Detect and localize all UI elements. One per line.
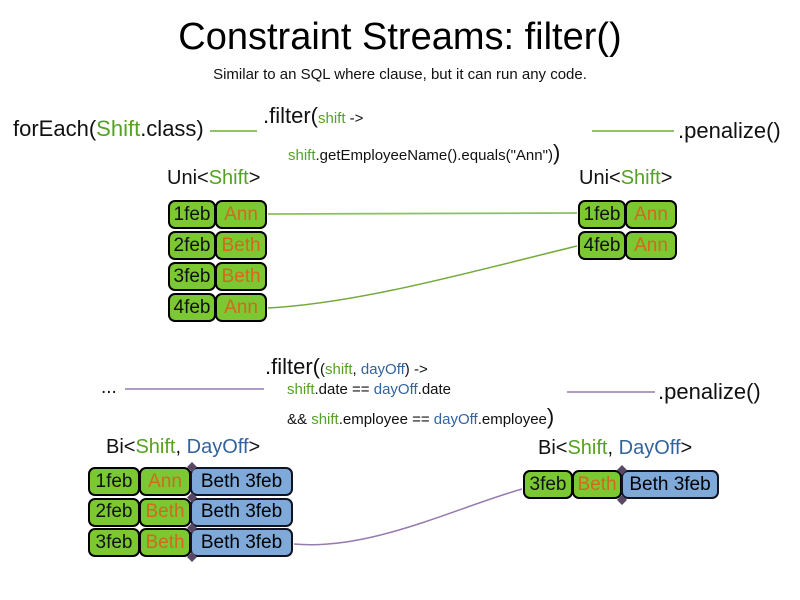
params-comma: , [352, 361, 361, 378]
shift-employee-cell: Ann [215, 293, 267, 322]
filter-call: .filter( [265, 354, 320, 379]
bi-label-shift: Shift [135, 436, 176, 458]
bi-label-right: Bi<Shift, DayOff> [538, 437, 692, 460]
bi-label-post: > [248, 436, 261, 458]
uni-shift-label-left: Uni<Shift> [167, 167, 260, 190]
filter-expression-top: .filter(shift -> [263, 103, 363, 129]
bi-label-pre: Bi< [538, 437, 568, 459]
shift-employee-cell: Ann [215, 200, 267, 229]
dayoff-token: dayOff [373, 381, 418, 398]
lambda-var: shift [288, 147, 316, 164]
filter-condition-1: shift.date == dayOff.date [287, 381, 451, 398]
shift-token: shift [287, 381, 315, 398]
bi-label-comma: , [607, 437, 619, 459]
penalize-expression-mid: .penalize() [658, 379, 761, 404]
uni-right-table: 1feb Ann 4feb Ann [578, 200, 677, 262]
condition-end: .employee [477, 411, 547, 428]
filter-call: .filter( [263, 103, 318, 128]
shift-date-cell: 2feb [168, 231, 216, 260]
shift-employee-cell: Ann [625, 231, 677, 260]
bi-label-post: > [680, 437, 693, 459]
shift-employee-cell: Ann [625, 200, 677, 229]
upstream-ellipsis: ... [101, 377, 117, 398]
uni-label-type: Shift [208, 167, 249, 189]
lambda-param-shift: shift [325, 361, 353, 378]
dayoff-cell: Beth 3feb [621, 470, 719, 499]
dayoff-cell: Beth 3feb [190, 467, 293, 496]
shift-employee-cell: Beth [572, 470, 622, 499]
dayoff-cell: Beth 3feb [190, 497, 293, 527]
lambda-close-paren: ) [546, 404, 555, 429]
bi-label-pre: Bi< [106, 436, 136, 458]
shift-date-cell: 2feb [88, 497, 140, 527]
lambda-param-dayoff: dayOff [360, 361, 405, 378]
condition-operator: .date == [314, 381, 374, 398]
table-row: 1feb Ann Beth 3feb [88, 467, 293, 496]
slide-subtitle: Similar to an SQL where clause, but it c… [213, 66, 587, 83]
shift-employee-cell: Beth [139, 528, 191, 557]
shift-employee-cell: Beth [215, 231, 267, 260]
and-operator: && [287, 411, 312, 428]
bi-label-dayoff: DayOff [186, 436, 249, 458]
filter-expression-mid: .filter((shift, dayOff) -> [265, 354, 428, 380]
shift-employee-cell: Beth [139, 497, 191, 527]
bi-left-table: 1feb Ann Beth 3feb 2feb Beth Beth 3feb 3… [88, 467, 293, 559]
foreach-close: .class) [140, 116, 204, 141]
bi-right-table: 3feb Beth Beth 3feb [523, 470, 719, 501]
shift-class-token: Shift [96, 116, 141, 141]
bi-label-left: Bi<Shift, DayOff> [106, 436, 260, 459]
table-row: 2feb Beth Beth 3feb [88, 497, 293, 527]
slide-title: Constraint Streams: filter() [178, 16, 622, 58]
shift-token: shift [311, 411, 339, 428]
dayoff-token: dayOff [433, 411, 478, 428]
shift-date-cell: 1feb [168, 200, 216, 229]
table-row: 3feb Beth Beth 3feb [523, 470, 719, 499]
uni-left-table: 1feb Ann 2feb Beth 3feb Beth 4feb Ann [168, 200, 267, 324]
foreach-expression: forEach(Shift.class) [13, 116, 204, 142]
table-row: 4feb Ann [168, 293, 267, 322]
filter-lambda-body-top: shift.getEmployeeName().equals("Ann")) [288, 140, 560, 166]
table-row: 1feb Ann [168, 200, 267, 229]
lambda-arrow: -> [409, 361, 428, 378]
condition-end: .date [417, 381, 452, 398]
shift-date-cell: 4feb [168, 293, 216, 322]
uni-label-post: > [660, 167, 673, 189]
table-row: 3feb Beth Beth 3feb [88, 528, 293, 557]
shift-employee-cell: Ann [139, 467, 191, 496]
filter-condition-2: && shift.employee == dayOff.employee) [287, 404, 554, 430]
uni-label-type: Shift [620, 167, 661, 189]
shift-date-cell: 3feb [168, 262, 216, 291]
penalize-expression-top: .penalize() [678, 118, 781, 143]
foreach-call: forEach( [13, 116, 97, 141]
condition-operator: .employee == [338, 411, 434, 428]
bi-label-dayoff: DayOff [618, 437, 681, 459]
table-row: 3feb Beth [168, 262, 267, 291]
uni-label-pre: Uni< [579, 167, 621, 189]
shift-date-cell: 3feb [88, 528, 140, 557]
uni-label-post: > [248, 167, 261, 189]
lambda-close-paren: ) [552, 140, 561, 165]
lambda-arrow: -> [345, 110, 364, 127]
bi-label-comma: , [175, 436, 187, 458]
lambda-param: shift [318, 110, 346, 127]
shift-date-cell: 1feb [88, 467, 140, 496]
table-row: 1feb Ann [578, 200, 677, 229]
lambda-body: .getEmployeeName().equals("Ann") [315, 147, 553, 164]
shift-date-cell: 1feb [578, 200, 626, 229]
shift-employee-cell: Beth [215, 262, 267, 291]
shift-date-cell: 3feb [523, 470, 573, 499]
dayoff-cell: Beth 3feb [190, 528, 293, 557]
uni-label-pre: Uni< [167, 167, 209, 189]
table-row: 4feb Ann [578, 231, 677, 260]
shift-date-cell: 4feb [578, 231, 626, 260]
table-row: 2feb Beth [168, 231, 267, 260]
params-open: ( [320, 361, 325, 378]
params-close: ) [404, 361, 410, 378]
uni-shift-label-right: Uni<Shift> [579, 167, 672, 190]
bi-label-shift: Shift [567, 437, 608, 459]
